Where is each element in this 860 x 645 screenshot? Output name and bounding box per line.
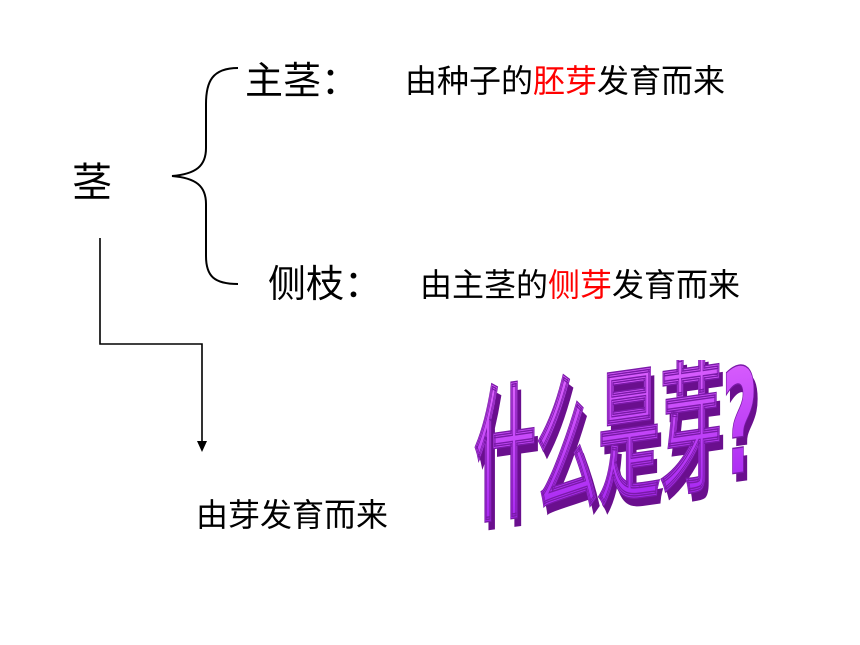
main-desc-suffix: 发育而来 (597, 62, 726, 100)
arrow-head (197, 441, 207, 452)
bottom-description: 由芽发育而来 (196, 496, 389, 534)
side-branch-description: 由主茎的侧芽发育而来 (420, 260, 740, 306)
side-desc-highlight: 侧芽 (548, 266, 613, 304)
main-desc-prefix: 由种子的 (405, 62, 534, 100)
side-desc-suffix: 发育而来 (612, 266, 741, 304)
main-desc-highlight: 胚芽 (533, 62, 598, 100)
root-node-stem: 茎 (72, 160, 112, 206)
question-wordart: 什么是芽? 什么是芽? (474, 360, 762, 553)
main-stem-description: 由种子的胚芽发育而来 (405, 56, 725, 102)
curly-brace (171, 67, 239, 285)
main-stem-label: 主茎： (245, 59, 360, 103)
side-branch-label: 侧枝： (268, 262, 383, 306)
side-desc-prefix: 由主茎的 (420, 266, 549, 304)
bracket-arrow-line (99, 238, 203, 444)
